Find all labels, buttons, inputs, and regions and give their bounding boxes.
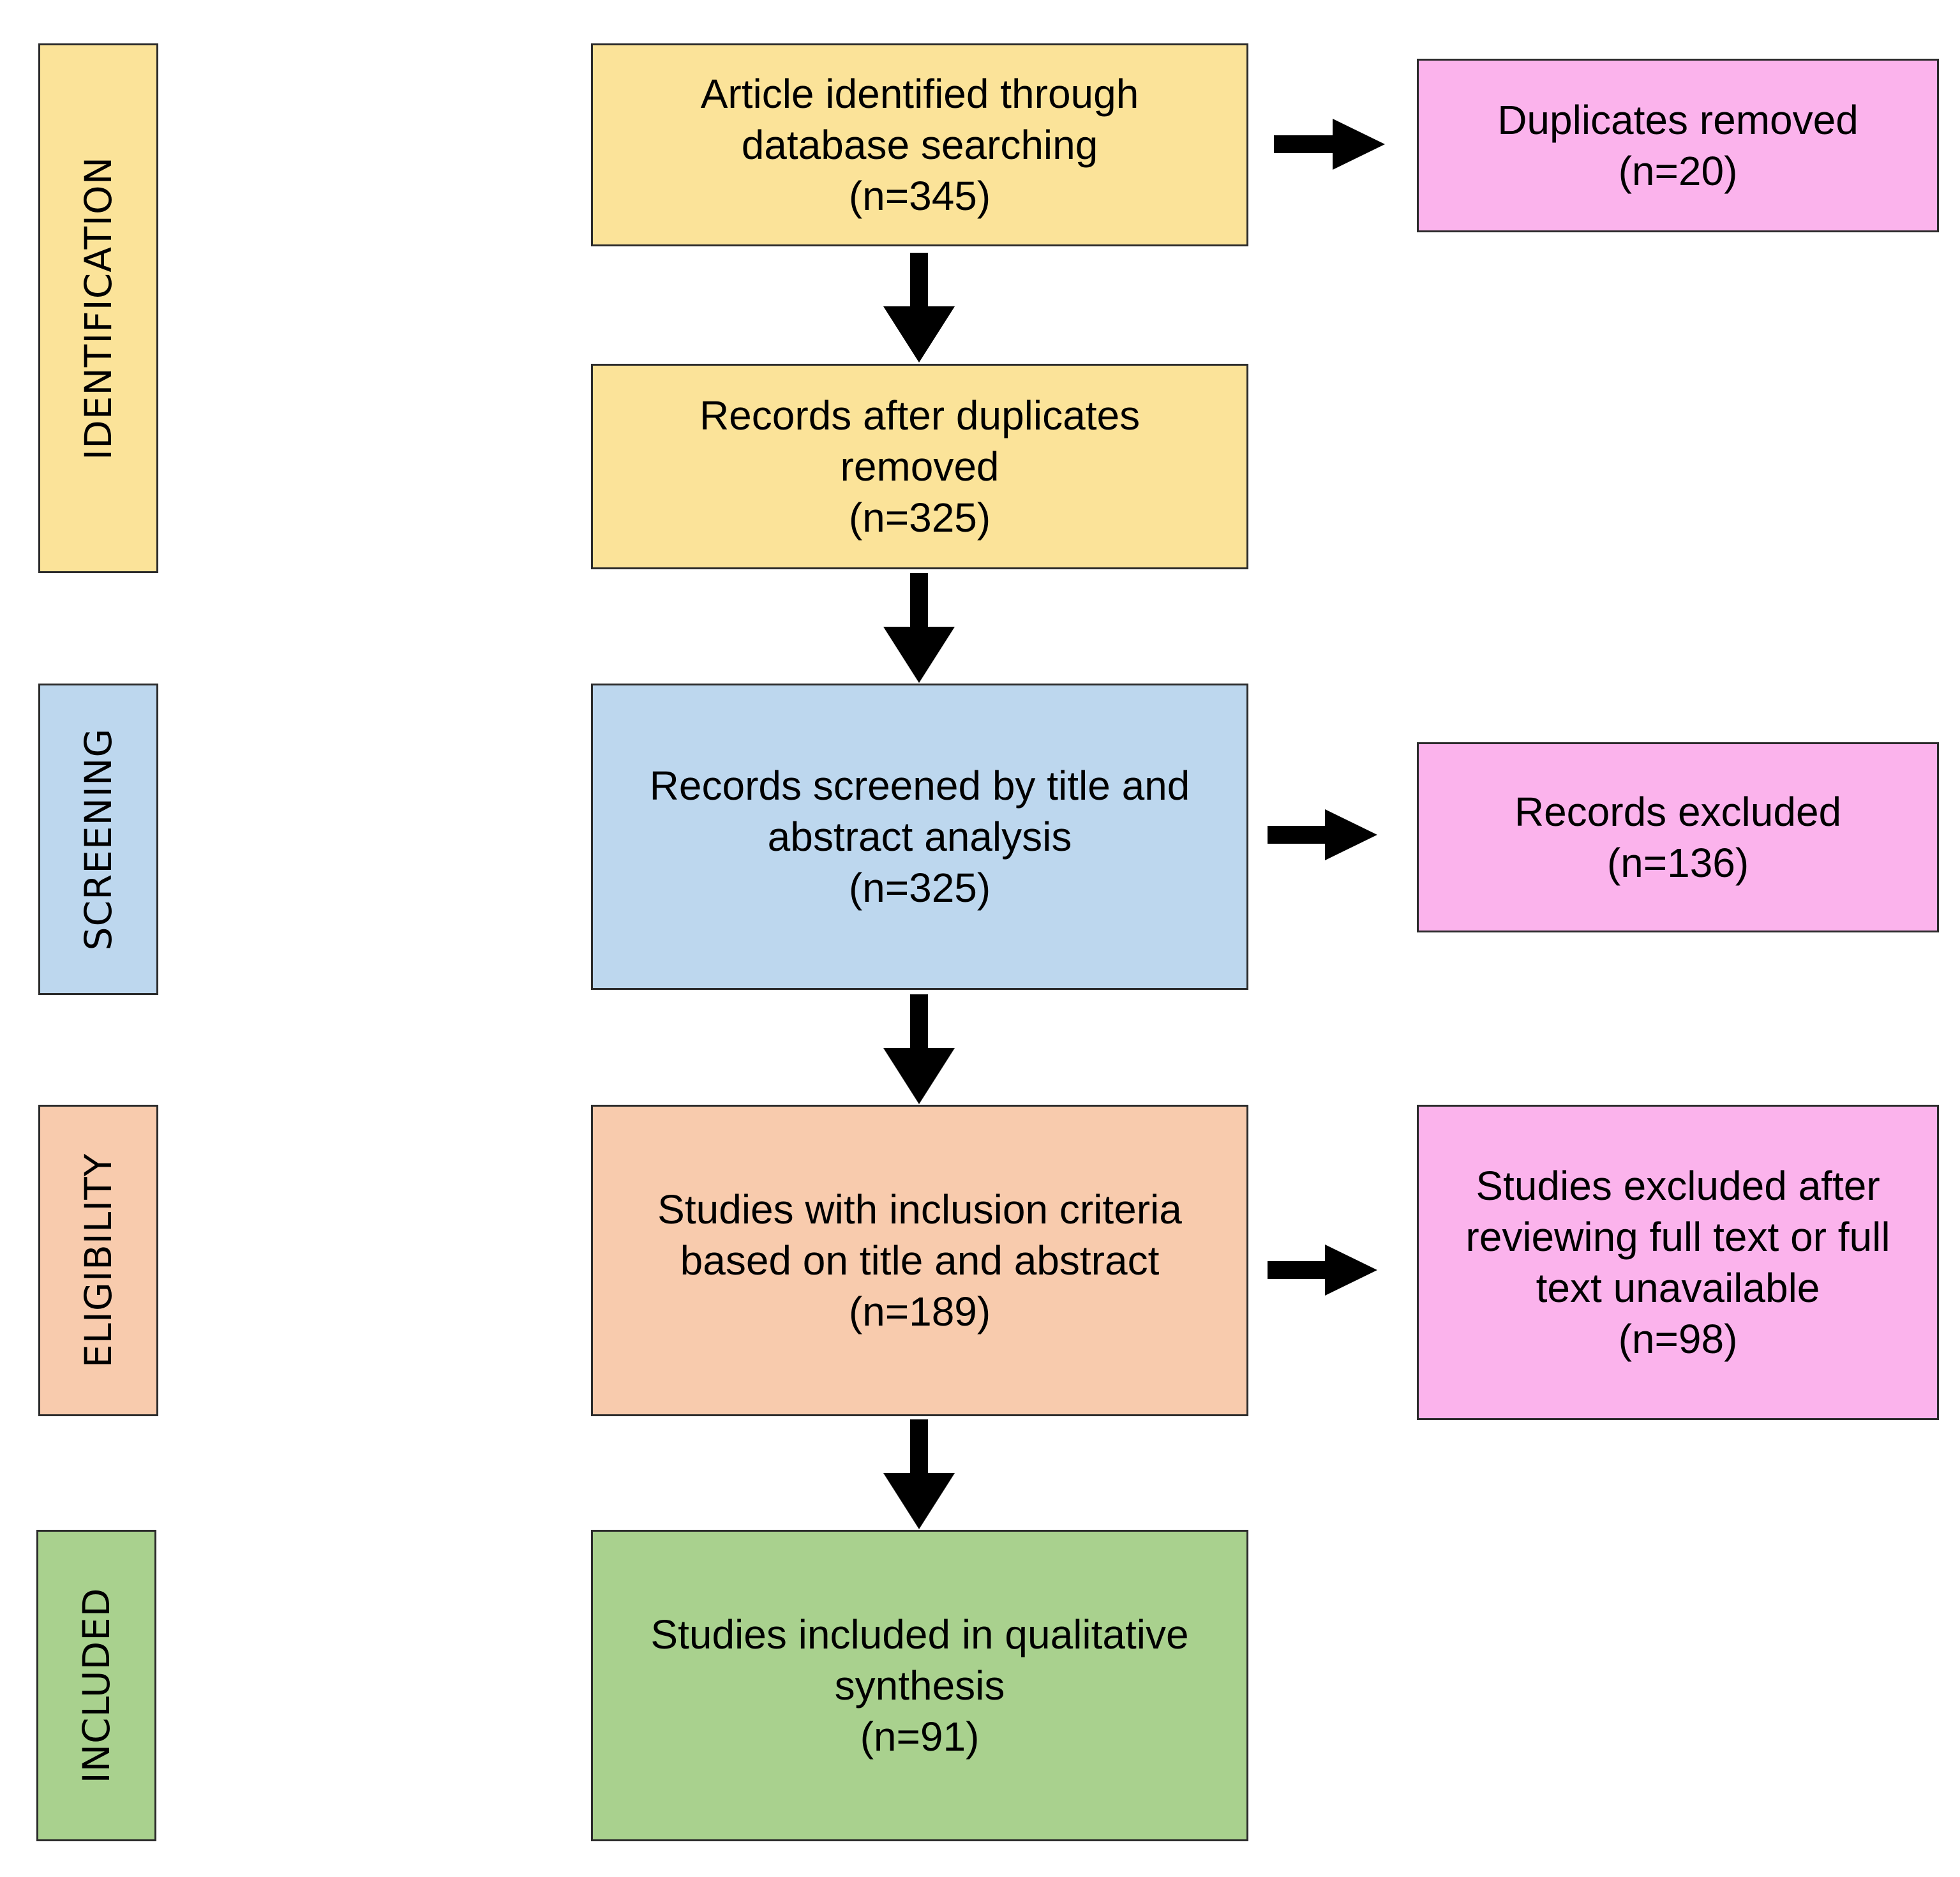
phase-identification: IDENTIFICATION — [38, 43, 158, 573]
arrow-down-icon — [883, 1419, 955, 1529]
arrow-right-icon — [1268, 809, 1377, 860]
box-identified-text: Article identified through database sear… — [700, 71, 1139, 219]
box-duplicates-removed-text: Duplicates removed (n=20) — [1497, 97, 1859, 194]
arrow-down-icon — [883, 994, 955, 1104]
box-after-duplicates: Records after duplicates removed (n=325) — [591, 364, 1248, 569]
phase-screening: SCREENING — [38, 684, 158, 995]
box-included-text: Studies included in qualitative synthesi… — [650, 1612, 1189, 1760]
box-eligible: Studies with inclusion criteria based on… — [591, 1105, 1248, 1416]
box-fulltext-excluded-text: Studies excluded after reviewing full te… — [1465, 1163, 1890, 1362]
arrow-down-icon — [883, 573, 955, 683]
box-screened: Records screened by title and abstract a… — [591, 684, 1248, 990]
box-screened-text: Records screened by title and abstract a… — [649, 763, 1190, 911]
box-identified: Article identified through database sear… — [591, 43, 1248, 246]
phase-included: INCLUDED — [36, 1530, 156, 1841]
arrow-right-icon — [1274, 119, 1385, 170]
box-records-excluded: Records excluded (n=136) — [1417, 742, 1939, 932]
phase-eligibility: ELIGIBILITY — [38, 1105, 158, 1416]
arrow-right-icon — [1268, 1245, 1377, 1296]
box-eligible-text: Studies with inclusion criteria based on… — [657, 1186, 1182, 1335]
box-after-duplicates-text: Records after duplicates removed (n=325) — [699, 393, 1141, 541]
box-duplicates-removed: Duplicates removed (n=20) — [1417, 59, 1939, 232]
box-included: Studies included in qualitative synthesi… — [591, 1530, 1248, 1841]
box-fulltext-excluded: Studies excluded after reviewing full te… — [1417, 1105, 1939, 1420]
arrow-down-icon — [883, 253, 955, 363]
box-records-excluded-text: Records excluded (n=136) — [1514, 789, 1842, 886]
